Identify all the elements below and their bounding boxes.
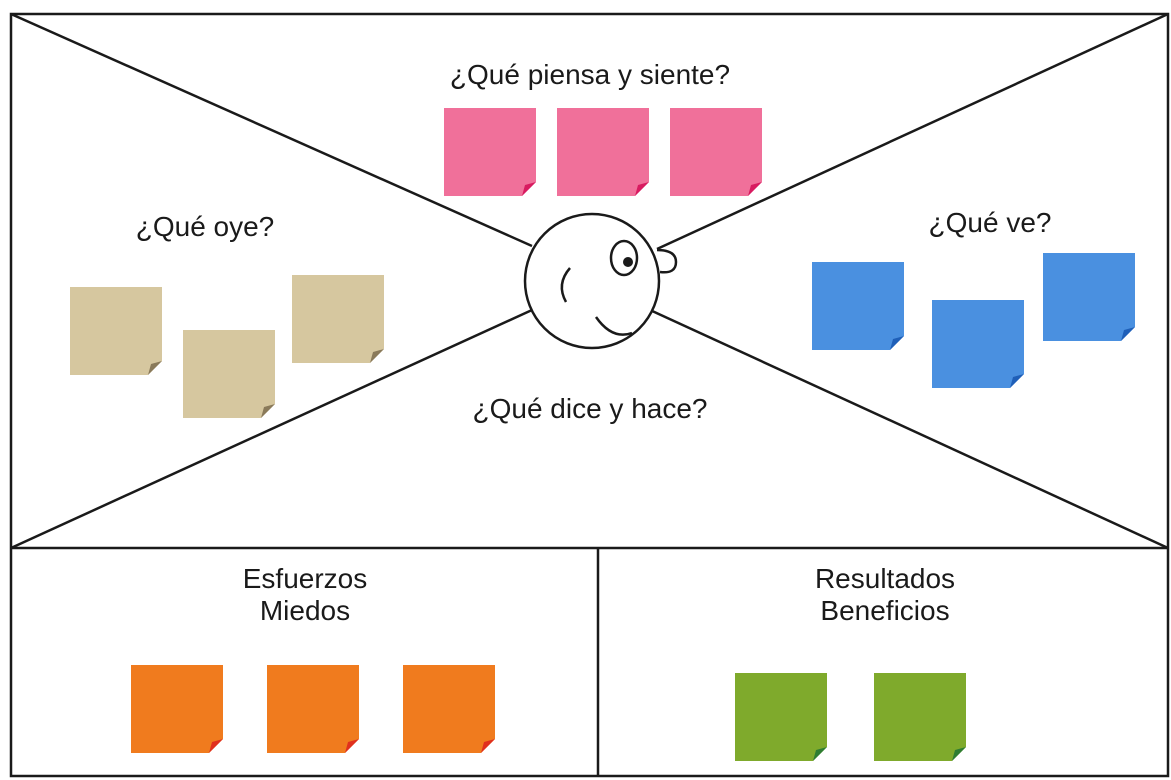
- sticky-note-piensa-siente-1: [444, 108, 536, 196]
- diagonal-top-left: [10, 12, 533, 248]
- label-resultados: Resultados: [815, 563, 955, 594]
- sticky-note-ve-3: [1043, 253, 1135, 341]
- sticky-note-resultados-1: [735, 673, 827, 761]
- sticky-note-oye-2: [183, 330, 275, 418]
- sticky-note-ve-2: [932, 300, 1024, 388]
- sticky-note-oye-3: [292, 275, 384, 363]
- label-miedos: Miedos: [260, 595, 350, 626]
- sticky-notes: [70, 108, 1135, 761]
- diagonal-bottom-left: [10, 308, 533, 550]
- label-dice-hace: ¿Qué dice y hace?: [472, 393, 707, 424]
- label-beneficios: Beneficios: [820, 595, 949, 626]
- sticky-note-resultados-2: [874, 673, 966, 761]
- sticky-note-oye-1: [70, 287, 162, 375]
- sticky-note-ve-1: [812, 262, 904, 350]
- label-oye: ¿Qué oye?: [136, 211, 275, 242]
- sticky-note-esfuerzos-2: [267, 665, 359, 753]
- sticky-note-piensa-siente-3: [670, 108, 762, 196]
- label-piensa-siente: ¿Qué piensa y siente?: [450, 59, 730, 90]
- diagonal-bottom-right: [649, 308, 1169, 550]
- sticky-note-piensa-siente-2: [557, 108, 649, 196]
- sticky-note-esfuerzos-1: [131, 665, 223, 753]
- face-icon: [523, 212, 678, 350]
- sticky-note-esfuerzos-3: [403, 665, 495, 753]
- label-esfuerzos: Esfuerzos: [243, 563, 368, 594]
- diagonal-top-right: [656, 12, 1169, 251]
- label-ve: ¿Qué ve?: [929, 207, 1052, 238]
